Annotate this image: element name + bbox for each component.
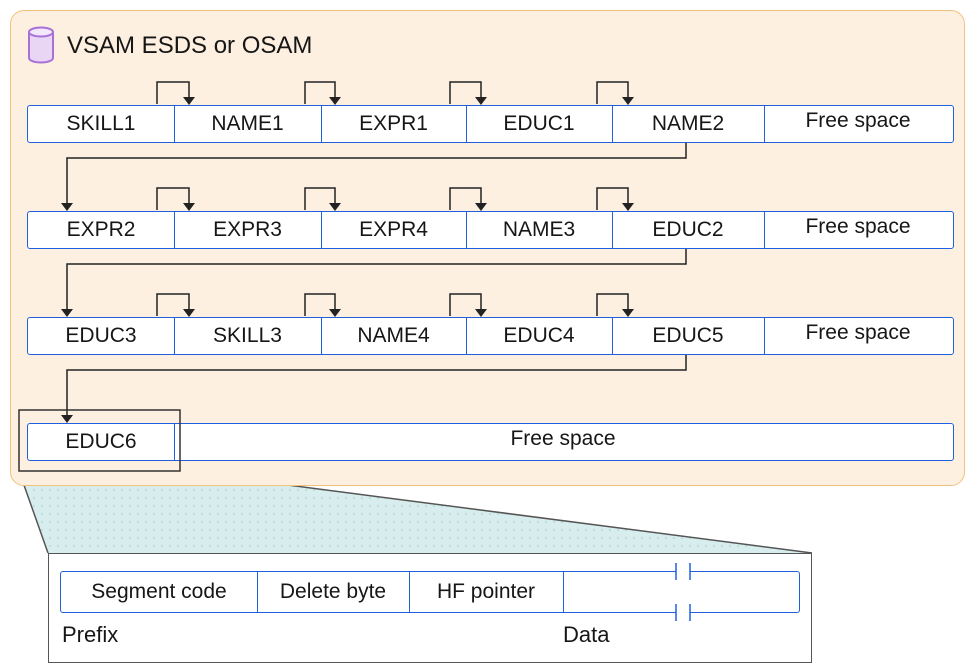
segment-cell: EDUC2 bbox=[652, 218, 724, 241]
hf-pointer-cell: HF pointer bbox=[436, 580, 536, 603]
segment-code-cell: Segment code bbox=[91, 580, 227, 603]
segment-cell: NAME3 bbox=[502, 218, 576, 241]
segment-cell: EDUC4 bbox=[503, 324, 575, 347]
free-space-cell: Free space bbox=[805, 215, 911, 238]
segment-row-2: EXPR2 EXPR3 EXPR4 NAME3 EDUC2 Free space bbox=[27, 211, 954, 249]
segment-row-1: SKILL1 NAME1 EXPR1 EDUC1 NAME2 Free spac… bbox=[27, 105, 954, 143]
free-space-cell: Free space bbox=[805, 321, 911, 344]
segment-cell: EXPR4 bbox=[359, 218, 428, 241]
prefix-label: Prefix bbox=[62, 622, 119, 647]
free-space-cell: Free space bbox=[510, 427, 616, 450]
segment-cell: EDUC6 bbox=[65, 430, 137, 453]
segment-cell: EDUC1 bbox=[503, 112, 575, 135]
segment-cell: NAME4 bbox=[357, 324, 430, 347]
segment-cell: SKILL1 bbox=[66, 112, 136, 135]
segment-row-4: EDUC6 Free space bbox=[27, 423, 954, 461]
segment-cell: EDUC5 bbox=[652, 324, 724, 347]
segment-cell: NAME1 bbox=[211, 112, 284, 135]
storage-title: VSAM ESDS or OSAM bbox=[67, 32, 313, 59]
segment-cell: NAME2 bbox=[651, 112, 725, 135]
segment-cell: EDUC3 bbox=[65, 324, 137, 347]
data-label: Data bbox=[563, 622, 610, 647]
database-icon bbox=[28, 26, 54, 64]
delete-byte-cell: Delete byte bbox=[279, 580, 387, 603]
segment-cell: EXPR1 bbox=[359, 112, 428, 135]
segment-row-3: EDUC3 SKILL3 NAME4 EDUC4 EDUC5 Free spac… bbox=[27, 317, 954, 355]
segment-cell: EXPR2 bbox=[66, 218, 136, 241]
segment-cell: SKILL3 bbox=[213, 324, 282, 347]
segment-cell: EXPR3 bbox=[213, 218, 282, 241]
free-space-cell: Free space bbox=[805, 109, 911, 132]
